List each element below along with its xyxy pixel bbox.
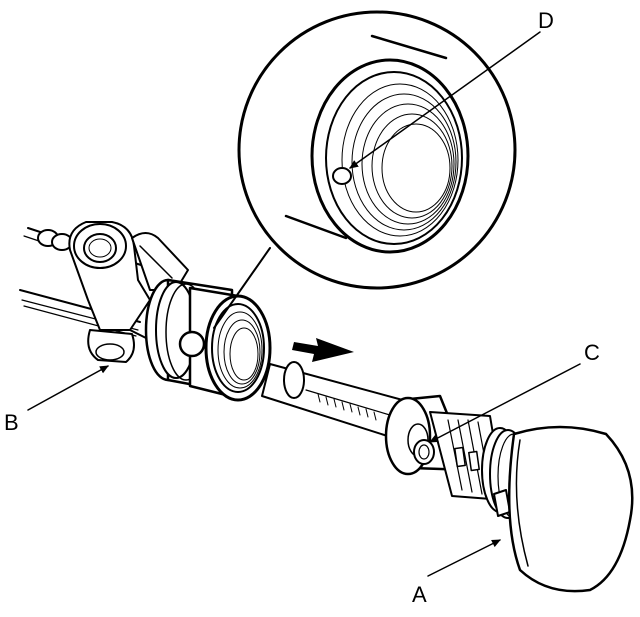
callout-label-c: C — [584, 340, 600, 365]
leader-b — [27, 365, 109, 411]
detail-hole — [332, 167, 352, 185]
callout-label-d: D — [538, 8, 554, 33]
magnified-detail — [213, 10, 517, 329]
rack-end-assembly — [384, 394, 634, 593]
callout-label-a: A — [412, 582, 427, 607]
leader-d — [349, 31, 541, 169]
callout-label-b: B — [4, 410, 19, 435]
leader-c — [429, 363, 581, 443]
insertion-direction-arrow — [292, 338, 354, 362]
lock-pin — [413, 439, 435, 465]
rack-housing — [19, 221, 189, 363]
detail-barrel-opening — [310, 58, 470, 254]
housing-end-collar — [144, 278, 272, 402]
leader-a — [427, 539, 501, 577]
leader-lines — [27, 31, 581, 577]
barrel-hole — [178, 330, 206, 358]
